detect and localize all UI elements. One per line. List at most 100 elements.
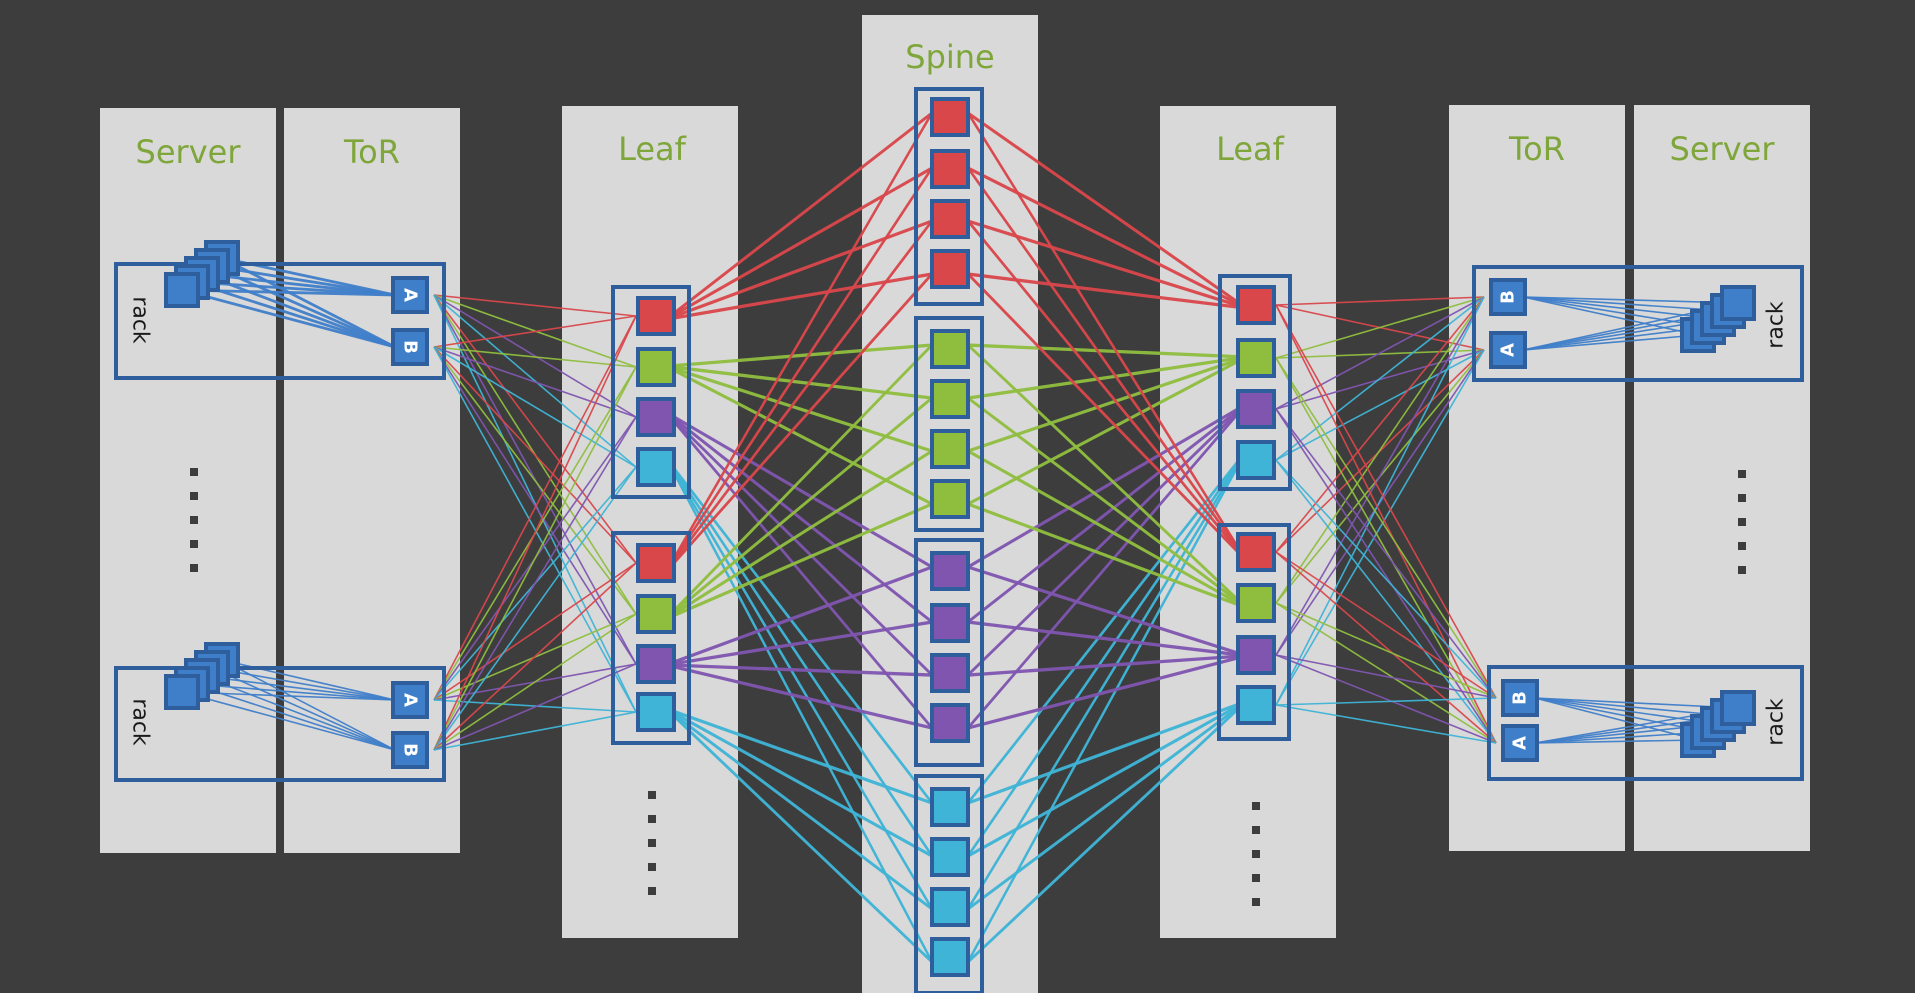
link-spine-leaf-purple [671,665,933,677]
leaf-switch-purple [1236,635,1276,675]
link-tor-leaf-red [1275,304,1497,744]
link-spine-leaf-cyan [967,705,1241,963]
link-spine-leaf-cyan [967,457,1241,804]
tor-port-label: A [1510,736,1531,750]
link-server-tor [1522,296,1719,320]
link-spine-leaf-red [671,111,933,562]
link-tor-leaf-red [433,562,637,751]
link-spine-leaf-green [967,451,1241,606]
link-spine-leaf-red [671,221,933,319]
spine-box-red [914,87,984,306]
tor-port-label: A [400,288,421,302]
link-spine-leaf-green [967,358,1241,505]
link-server-tor [201,675,396,751]
spine-box-purple [914,538,984,767]
link-spine-leaf-purple [967,408,1241,569]
link-spine-leaf-green [967,343,1241,358]
spine-box-green [914,316,984,532]
title-leaf-left: Leaf [618,130,687,168]
link-tor-leaf-red [433,294,637,317]
tor-port-a [391,276,429,314]
tor-port-label: A [1498,343,1519,357]
link-spine-leaf-green [967,356,1241,399]
spine-switch-cyan [930,887,970,927]
tor-port-label: A [400,693,421,707]
link-tor-leaf-red [1275,296,1485,306]
link-spine-leaf-cyan [671,466,933,805]
leaf-switch-red [1236,532,1276,572]
leaf-switch-red [636,296,676,336]
link-server-tor [1522,334,1699,351]
link-spine-leaf-red [671,113,933,317]
link-spine-leaf-cyan [967,462,1241,964]
ellipsis-dot [648,887,656,895]
link-spine-leaf-purple [967,620,1241,656]
leaf-box-right-top [1218,274,1292,491]
link-spine-leaf-purple [671,622,933,666]
link-server-tor [211,264,396,297]
leaf-switch-green [636,594,676,634]
tor-port-label: B [400,340,421,354]
link-tor-leaf-red [1275,551,1497,699]
link-spine-leaf-red [671,219,933,565]
link-tor-leaf-purple [1275,654,1497,699]
link-spine-leaf-red [671,274,933,320]
link-spine-leaf-purple [671,414,933,568]
ellipsis-dots [190,468,1746,906]
link-spine-leaf-red [671,219,933,318]
link-spine-leaf-cyan [671,469,933,964]
link-spine-leaf-cyan [967,703,1241,857]
ellipsis-dot [1252,850,1260,858]
link-spine-leaf-purple [967,654,1241,676]
link-tor-leaf-red [433,315,637,701]
link-spine-leaf-purple [967,622,1241,657]
spine-switch-red [930,249,970,289]
link-spine-leaf-green [671,343,933,613]
link-spine-leaf-purple [671,664,933,729]
link-spine-leaf-green [671,367,933,505]
ellipsis-dot [1738,518,1746,526]
link-spine-leaf-green [967,343,1241,603]
link-spine-leaf-cyan [967,460,1241,858]
tor-port-label: B [400,743,421,757]
link-spine-leaf-red [967,166,1241,306]
link-tor-leaf-green [433,346,637,615]
link-tor-leaf-cyan [1275,697,1497,706]
link-spine-leaf-purple [967,657,1241,730]
link-spine-leaf-cyan [671,712,933,858]
ellipsis-dot [190,540,198,548]
link-spine-leaf-red [671,272,933,319]
link-tor-leaf-cyan [433,711,637,751]
link-spine-leaf-green [967,502,1241,606]
tor-port-a [391,681,429,719]
link-tor-leaf-green [433,613,637,751]
leaf-switch-red [1236,285,1276,325]
rack-box-left-bottom [114,666,446,782]
link-spine-leaf-purple [967,655,1241,729]
link-spine-leaf-cyan [671,465,933,857]
link-spine-leaf-green [967,504,1241,607]
link-tor-leaf-purple [1275,296,1485,656]
group-boxes [114,87,1804,993]
link-spine-leaf-cyan [967,704,1241,805]
link-server-tor [221,256,396,349]
server-node [1720,690,1756,726]
link-spine-leaf-purple [967,565,1241,655]
leaf-box-left-top [611,285,691,499]
link-spine-leaf-red [671,274,933,567]
link-server-tor [191,683,396,701]
link-spine-leaf-purple [671,417,933,624]
link-tor-leaf-purple [1275,654,1497,744]
link-spine-leaf-red [967,111,1241,305]
ellipsis-dot [190,468,198,476]
spine-box-cyan [914,774,984,993]
link-tor-leaf-cyan [1275,296,1485,461]
link-spine-leaf-red [967,219,1241,307]
leaf-switch-cyan [1236,440,1276,480]
link-tor-leaf-purple [1275,408,1497,744]
link-spine-leaf-red [967,113,1241,306]
spine-switch-purple [930,551,970,591]
spine-switch-cyan [930,837,970,877]
rack-label: rack [128,698,153,746]
link-spine-leaf-red [967,272,1241,555]
